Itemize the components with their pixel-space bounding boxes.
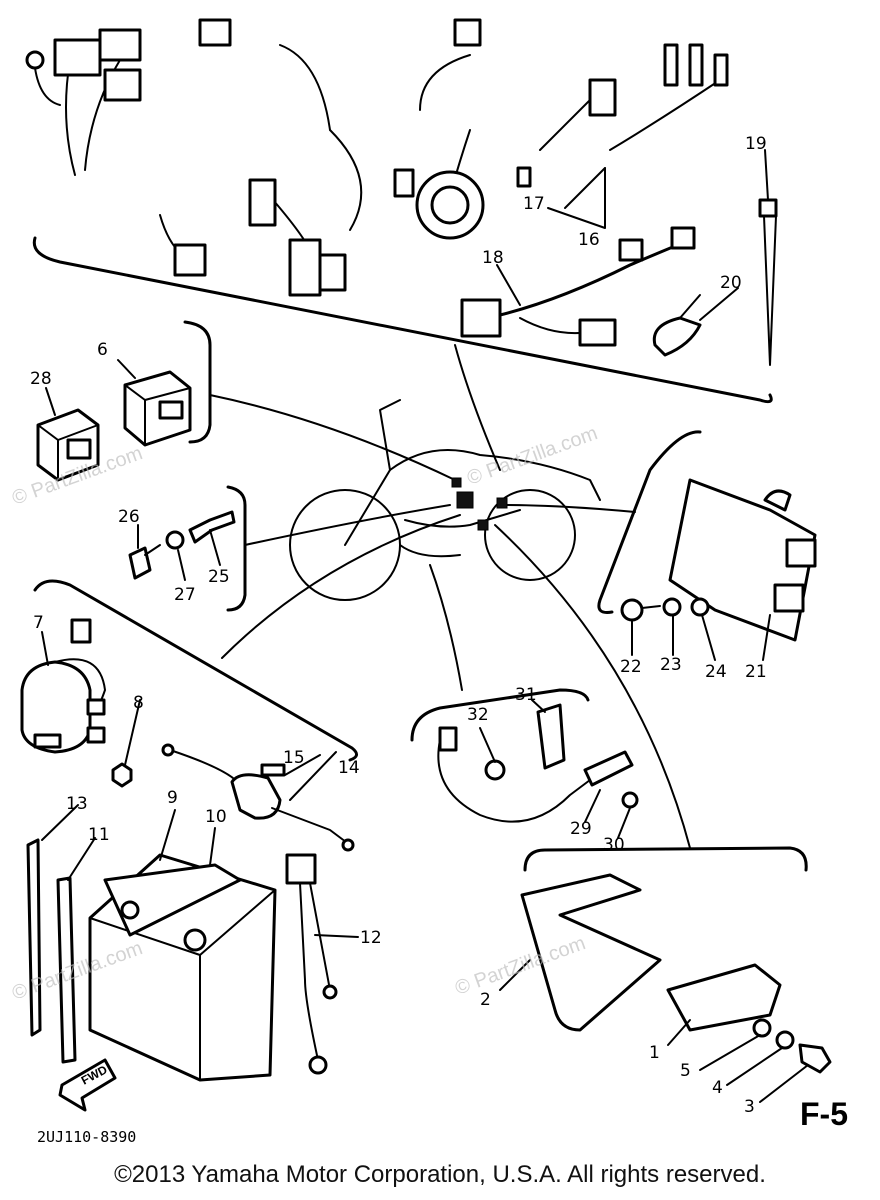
callout-7: 7 (33, 613, 44, 633)
callout-17: 17 (523, 194, 545, 214)
callout-18: 18 (482, 248, 504, 268)
callout-12: 12 (360, 928, 382, 948)
parts-25-26-27 (128, 510, 236, 580)
callout-8: 8 (133, 693, 144, 713)
part-19-cable-tie (758, 198, 778, 366)
callout-5: 5 (680, 1061, 691, 1081)
parts-14-15-fuse-holder (161, 743, 355, 852)
callout-6: 6 (97, 340, 108, 360)
callout-13: 13 (66, 794, 88, 814)
callout-28: 28 (30, 369, 52, 389)
callout-16: 16 (578, 230, 600, 250)
wire-harness (25, 18, 729, 297)
callout-19: 19 (745, 134, 767, 154)
callout-20: 20 (720, 273, 742, 293)
callout-22: 22 (620, 657, 642, 677)
diagram-code: 2UJ110-8390 (37, 1128, 136, 1146)
part-7-starter-relay (20, 618, 106, 754)
callout-9: 9 (167, 788, 178, 808)
part-6-relay (123, 370, 192, 447)
callout-15: 15 (283, 748, 305, 768)
callout-27: 27 (174, 585, 196, 605)
callout-24: 24 (705, 662, 727, 682)
part-20-clamp (652, 294, 702, 357)
callout-21: 21 (745, 662, 767, 682)
fwd-arrow: FWD (58, 1058, 117, 1112)
battery-leads (26, 838, 338, 1075)
callout-14: 14 (338, 758, 360, 778)
battery (88, 853, 277, 1082)
part-8-nut (111, 762, 133, 788)
parts-29-30-31-32 (437, 703, 639, 823)
callout-32: 32 (467, 705, 489, 725)
callout-1: 1 (649, 1043, 660, 1063)
part-18-sub-harness (460, 226, 696, 347)
callout-25: 25 (208, 567, 230, 587)
part-28-relay (36, 408, 100, 482)
callout-31: 31 (515, 685, 537, 705)
leader-lines (209, 344, 691, 849)
callout-2: 2 (480, 990, 491, 1010)
callout-29: 29 (570, 819, 592, 839)
part-21-igniter (668, 478, 817, 642)
callout-4: 4 (712, 1078, 723, 1098)
callout-23: 23 (660, 655, 682, 675)
callout-30: 30 (603, 835, 625, 855)
callout-26: 26 (118, 507, 140, 527)
figure-id: F-5 (800, 1096, 848, 1132)
callout-11: 11 (88, 825, 110, 845)
callout-numbers: 1 2 3 4 5 6 7 8 9 10 11 12 13 14 15 16 1… (30, 134, 767, 1117)
parts-22-23-24 (620, 597, 710, 622)
parts-1-2-3-4-5 (520, 873, 832, 1074)
callout-10: 10 (205, 807, 227, 827)
callout-leaders (41, 149, 809, 1103)
copyright-notice: ©2013 Yamaha Motor Corporation, U.S.A. A… (114, 1161, 766, 1188)
group-brackets (32, 236, 808, 872)
callout-3: 3 (744, 1097, 755, 1117)
motorcycle-outline (289, 399, 601, 601)
